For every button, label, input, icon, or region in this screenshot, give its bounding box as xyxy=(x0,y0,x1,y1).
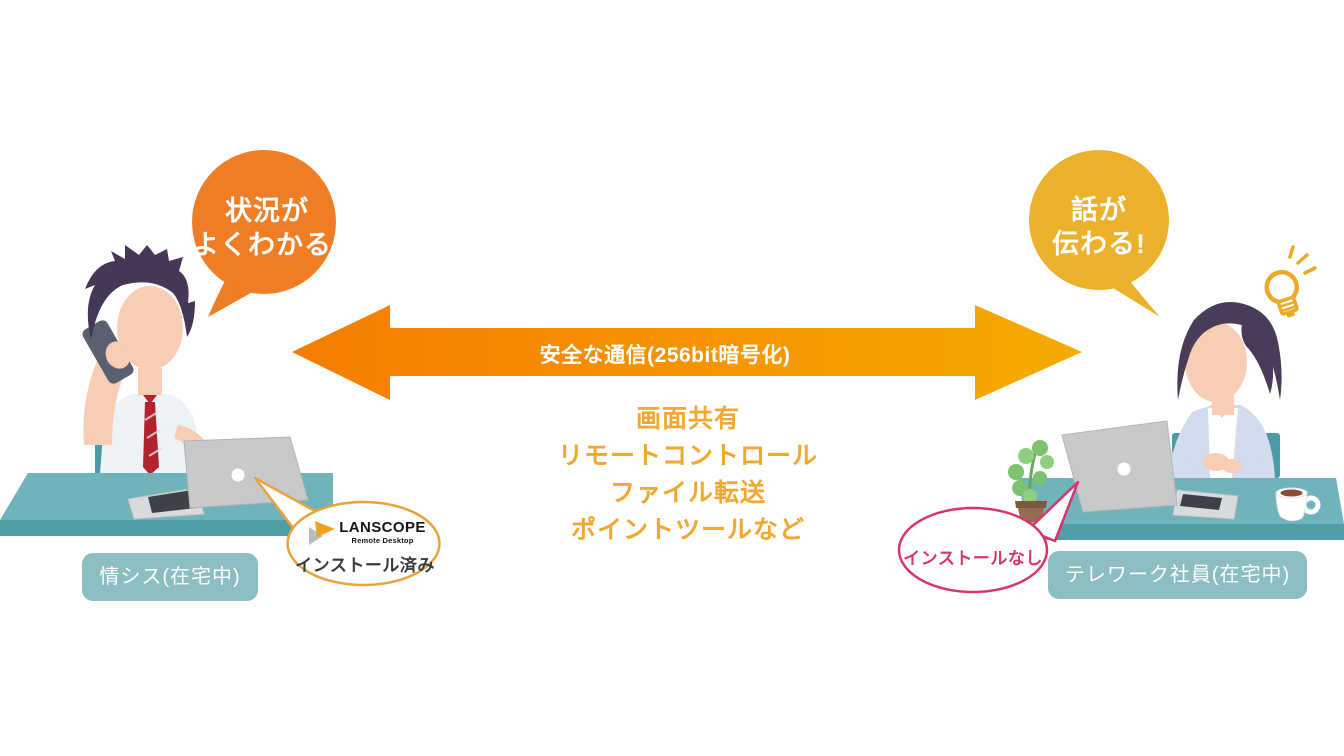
feature-item-screen-share: 画面共有 xyxy=(635,405,740,433)
install-status-left: インストール済み xyxy=(295,556,435,575)
laptop-right-icon xyxy=(1061,420,1239,520)
speech-bubble-right-line2: 伝わる! xyxy=(1052,229,1146,259)
lanscope-logo-row: LANSCOPE Remote Desktop xyxy=(296,520,436,546)
it-staff-label: 情シス(在宅中) xyxy=(82,553,258,601)
feature-item-file-transfer: ファイル転送 xyxy=(609,479,766,507)
necktie-icon xyxy=(143,402,159,475)
speech-bubble-right-text: 話が 伝わる! xyxy=(1024,193,1174,261)
hair-left xyxy=(85,245,195,340)
telework-employee-label: テレワーク社員(在宅中) xyxy=(1048,551,1307,599)
speech-bubble-left-line1: 状況が xyxy=(225,196,309,226)
speech-bubble-left-text: 状況が よくわかる! xyxy=(187,194,347,262)
lanscope-logo-icon xyxy=(309,521,336,545)
telework-employee-illustration xyxy=(1168,302,1282,478)
no-install-callout xyxy=(897,480,1080,594)
plant-icon xyxy=(1008,440,1054,522)
lanscope-brand: LANSCOPE xyxy=(339,519,426,536)
secure-communication-arrow xyxy=(292,305,1082,400)
lanscope-brand-sub: Remote Desktop xyxy=(351,536,414,545)
install-status-right: インストールなし xyxy=(903,549,1043,568)
feature-item-pointer-tool: ポイントツールなど xyxy=(570,516,805,544)
speech-bubble-left xyxy=(192,150,336,317)
lightbulb-icon xyxy=(1264,245,1317,318)
lanscope-callout xyxy=(253,476,441,587)
feature-item-remote-control: リモートコントロール xyxy=(557,442,818,470)
coffee-mug-icon xyxy=(1275,487,1321,522)
secure-communication-label: 安全な通信(256bit暗号化) xyxy=(539,344,791,367)
speech-bubble-right-line1: 話が xyxy=(1071,195,1127,225)
speech-bubble-left-line2: よくわかる! xyxy=(192,230,342,260)
feature-list: 画面共有 リモートコントロール ファイル転送 ポイントツールなど xyxy=(438,401,938,549)
speech-bubble-right xyxy=(1029,150,1169,317)
